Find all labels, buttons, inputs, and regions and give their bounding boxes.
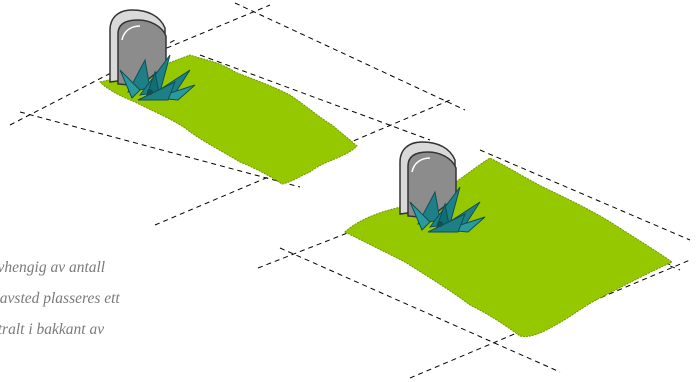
boundary-line xyxy=(19,111,301,188)
grass-plot-lower xyxy=(344,157,674,337)
boundary-line xyxy=(149,4,271,56)
caption-line-1: uavhengig av antall xyxy=(0,259,106,276)
boundary-line xyxy=(279,247,561,373)
plant-icon xyxy=(409,186,486,233)
caption-line-3: ntralt i bakkant av xyxy=(0,321,105,338)
tombstone-icon xyxy=(399,141,457,219)
plant-icon xyxy=(119,54,196,101)
tombstone-icon xyxy=(109,9,167,87)
boundary-line xyxy=(479,149,691,241)
boundary-line xyxy=(234,2,466,111)
boundary-line xyxy=(409,259,691,379)
boundary-line xyxy=(199,54,431,141)
caption-line-2: gravsted plasseres ett xyxy=(0,290,120,307)
